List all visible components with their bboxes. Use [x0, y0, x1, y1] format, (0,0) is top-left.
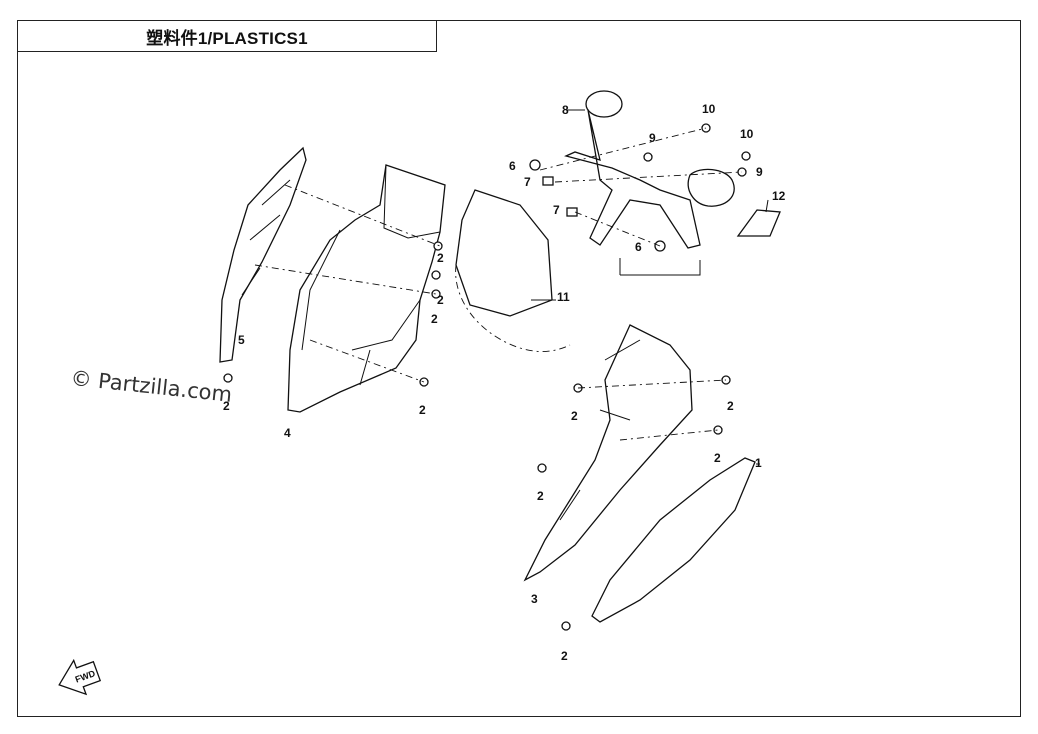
callout-8: 8	[562, 103, 569, 117]
callout-2c: 2	[419, 403, 426, 417]
callout-9b: 9	[756, 165, 763, 179]
callout-9a: 9	[649, 131, 656, 145]
callout-2g: 2	[714, 451, 721, 465]
callout-10b: 10	[740, 127, 754, 141]
callout-6b: 6	[635, 240, 642, 254]
callout-5: 5	[238, 333, 245, 347]
part-8-headlight-bracket[interactable]	[564, 90, 735, 249]
callout-2d: 2	[223, 399, 230, 413]
page-title: 塑料件1/PLASTICS1	[146, 28, 308, 48]
callout-2f: 2	[727, 399, 734, 413]
callout-6a: 6	[509, 159, 516, 173]
callout-1: 1	[755, 456, 762, 470]
callout-11: 11	[557, 290, 570, 304]
part-11-windscreen[interactable]	[455, 189, 571, 352]
callout-10a: 10	[702, 102, 716, 116]
callout-7a: 7	[524, 175, 531, 189]
title-box: 塑料件1/PLASTICS1	[17, 20, 437, 52]
callout-labels: 1 2 2 2 2 2 2 2 2 2 2 3 4 5 6 6 7 7 8 9 …	[223, 102, 786, 663]
part-3-right-inner-cowl[interactable]	[523, 324, 693, 582]
callout-4: 4	[284, 426, 291, 440]
fasteners	[223, 123, 751, 631]
callout-12: 12	[772, 189, 786, 203]
callout-leaders	[531, 109, 769, 465]
fwd-arrow-icon: FWD	[58, 658, 102, 696]
callout-2j: 2	[437, 293, 444, 307]
callout-2a: 2	[437, 251, 444, 265]
drawing-frame	[17, 20, 1021, 717]
callout-2h: 2	[537, 489, 544, 503]
callout-2i: 2	[561, 649, 568, 663]
callout-3: 3	[531, 592, 538, 606]
callout-2b: 2	[431, 312, 438, 326]
part-5-left-side-panel[interactable]	[219, 146, 307, 363]
callout-2e: 2	[571, 409, 578, 423]
part-1-right-side-panel[interactable]	[591, 457, 756, 623]
part-12-sticker[interactable]	[736, 209, 781, 237]
callout-7b: 7	[553, 203, 560, 217]
part-4-left-cowl[interactable]	[287, 164, 446, 413]
assembly-lines	[254, 127, 743, 441]
